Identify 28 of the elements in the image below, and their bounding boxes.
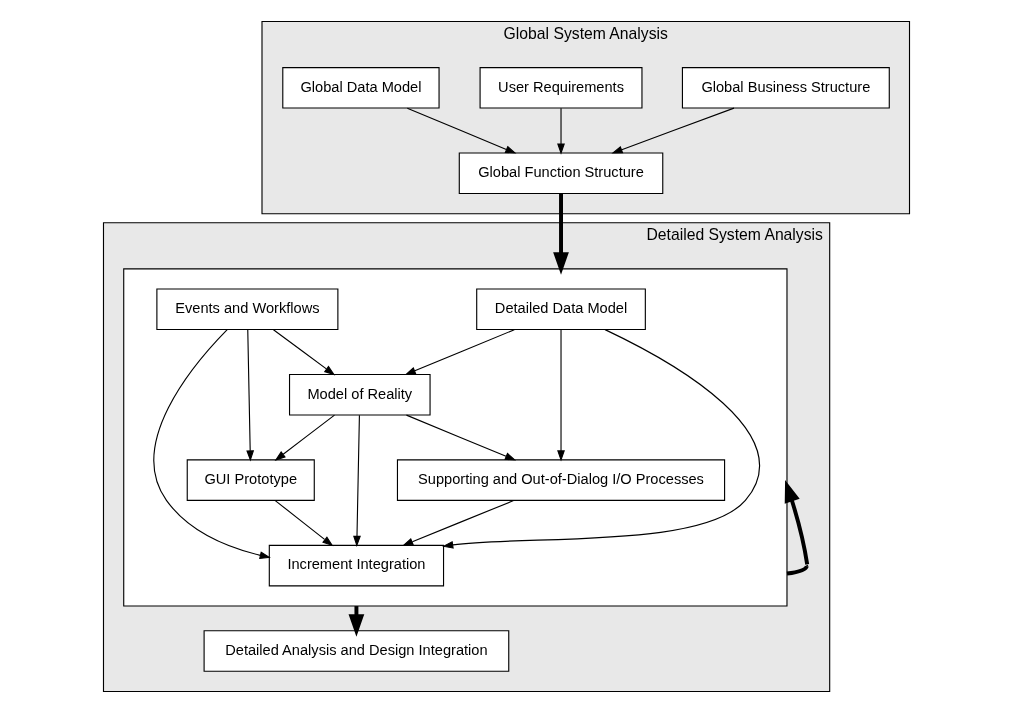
arrow bbox=[406, 107, 517, 154]
node-box: Global Business Structure bbox=[681, 67, 890, 109]
node-box: User Requirements bbox=[479, 67, 643, 109]
node-box: GUI Prototype bbox=[186, 459, 315, 501]
arrow bbox=[246, 329, 255, 462]
node-box: Supporting and Out-of-Dialog I/O Processes bbox=[396, 459, 726, 501]
node-box: Global Function Structure bbox=[458, 152, 664, 195]
arrow bbox=[611, 107, 735, 154]
node-box: Increment Integration bbox=[268, 544, 445, 587]
arrow bbox=[784, 479, 810, 576]
node-box: Events and Workflows bbox=[156, 288, 339, 331]
arrow bbox=[404, 329, 515, 376]
node-box: Global Data Model bbox=[282, 67, 440, 109]
node-box: Detailed Data Model bbox=[476, 288, 646, 331]
node-box: Model of Reality bbox=[289, 373, 431, 416]
arrow bbox=[405, 414, 517, 461]
arrow bbox=[353, 414, 361, 548]
arrow bbox=[442, 329, 761, 549]
arrow bbox=[274, 500, 334, 547]
arrow bbox=[557, 107, 565, 155]
arrow bbox=[272, 329, 336, 376]
cluster bbox=[123, 268, 788, 607]
arrow bbox=[274, 414, 336, 461]
arrow bbox=[153, 329, 271, 560]
arrow bbox=[553, 193, 569, 275]
arrow bbox=[557, 329, 565, 462]
node-box: Detailed Analysis and Design Integration bbox=[203, 630, 510, 672]
arrow bbox=[402, 500, 515, 546]
